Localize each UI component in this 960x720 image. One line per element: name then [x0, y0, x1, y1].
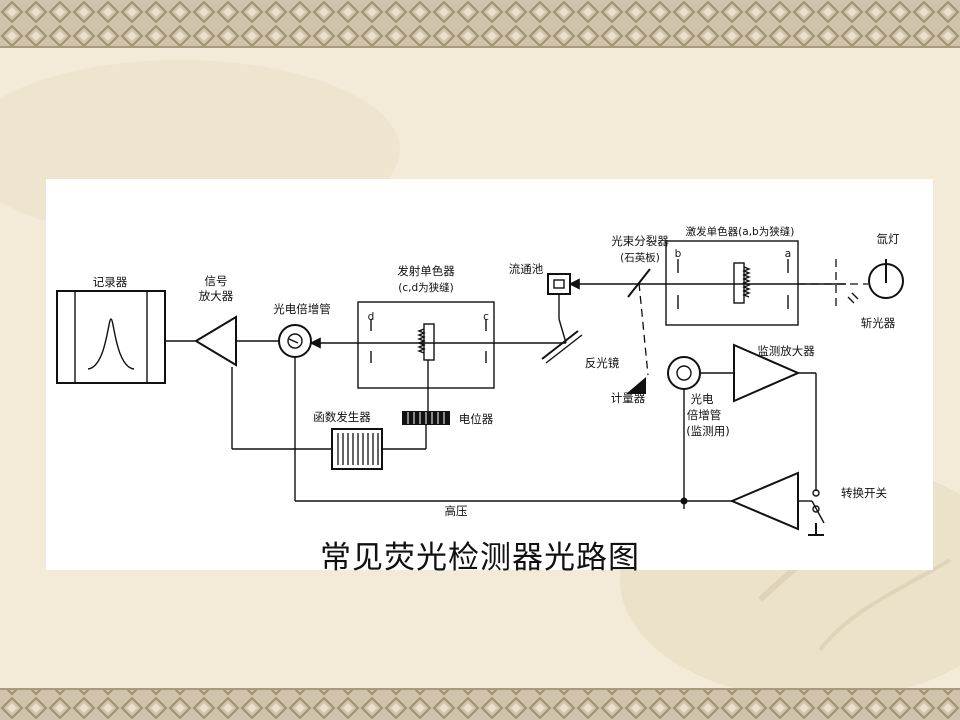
recorder-label: 记录器	[93, 275, 128, 289]
fluorescence-detector-diagram: 记录器 信号 放大器 光电倍增管 d c	[46, 179, 933, 570]
signal-amp-label-1: 信号	[205, 274, 228, 288]
potentiometer-label: 电位器	[459, 412, 494, 426]
emission-mono-label-2: (c,d为狭缝)	[398, 281, 453, 294]
xenon-lamp: 氙灯	[798, 232, 904, 309]
monitor-pmt: 光电 倍增管 (监测用)	[667, 356, 734, 509]
excitation-mono-label: 激发单色器(a,b为狭缝)	[686, 225, 795, 238]
flow-cell: 流通池	[509, 262, 571, 344]
high-voltage-label: 高压	[445, 504, 468, 518]
slit-a-label: a	[785, 248, 791, 260]
excitation-monochromator: b a 激发单色器(a,b为狭缝)	[665, 225, 799, 326]
meter: 计量器	[611, 377, 646, 405]
signal-amp-label-2: 放大器	[199, 289, 234, 303]
recorder: 记录器	[56, 275, 166, 384]
function-generator: 函数发生器	[313, 410, 426, 470]
emission-mono-label-1: 发射单色器	[397, 264, 455, 278]
lamp-label: 氙灯	[877, 232, 900, 246]
mirror-label: 反光镜	[585, 356, 620, 370]
photomultiplier-tube: 光电倍增管	[236, 302, 331, 358]
function-generator-label: 函数发生器	[313, 410, 371, 424]
switch-label: 转换开关	[841, 486, 887, 500]
signal-amplifier: 信号 放大器	[165, 274, 237, 367]
chopper: 斩光器	[847, 292, 896, 330]
beam-splitter-label-2: (石英板)	[620, 251, 660, 264]
high-voltage-amplifier: 转换开关	[729, 471, 887, 536]
slit-d-label: d	[368, 311, 375, 323]
monitor-amp-label: 监测放大器	[757, 344, 815, 358]
emission-monochromator: d c 发射单色器 (c,d为狭缝)	[309, 264, 566, 389]
pmt-label: 光电倍增管	[273, 302, 331, 316]
slit-b-label: b	[675, 248, 682, 260]
slide-caption: 常见荧光检测器光路图	[320, 540, 640, 576]
monitor-pmt-label-3: (监测用)	[686, 424, 729, 438]
monitor-pmt-label-1: 光电	[691, 392, 714, 406]
monitor-amplifier: 监测放大器	[733, 343, 817, 491]
flow-cell-label: 流通池	[509, 262, 544, 276]
high-voltage-bus: 高压	[294, 357, 732, 518]
chopper-label: 斩光器	[861, 316, 896, 330]
mirror: 反光镜	[541, 330, 620, 370]
potentiometer: 电位器	[402, 360, 494, 449]
beam-splitter-label-1: 光束分裂器	[611, 234, 669, 248]
meter-label: 计量器	[611, 391, 646, 405]
monitor-pmt-label-2: 倍增管	[687, 408, 722, 422]
slit-c-label: c	[483, 311, 489, 323]
